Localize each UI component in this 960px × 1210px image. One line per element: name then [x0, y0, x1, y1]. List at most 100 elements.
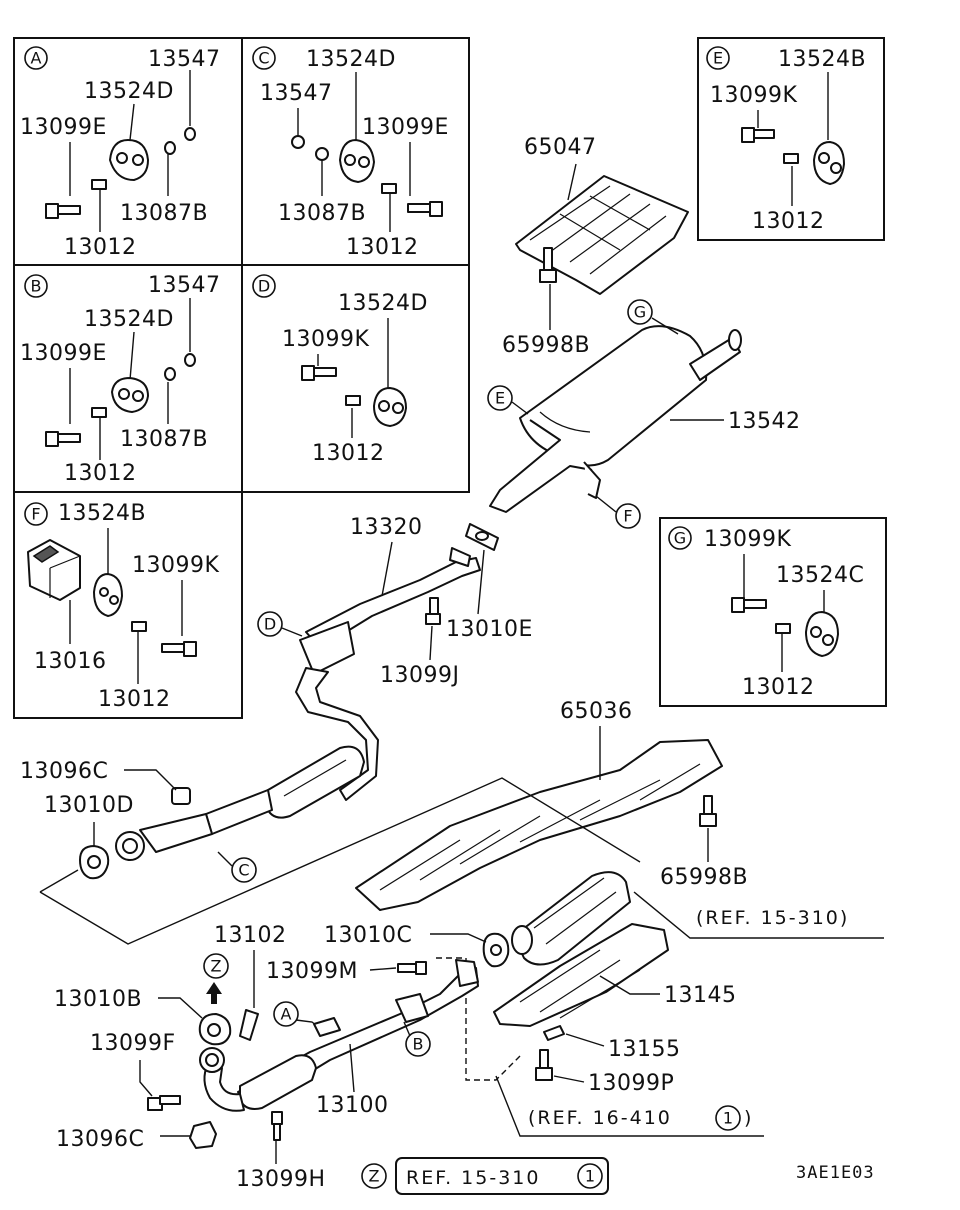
- label-13096c-top: 13096C: [20, 759, 108, 784]
- callout-letter-g-main: G: [634, 303, 646, 322]
- bolt-13099f: [147, 1095, 181, 1111]
- label-13099m: 13099M: [266, 959, 358, 984]
- callout-circle-a-main: [273, 1001, 299, 1027]
- inset-g: G 13099K 13524C 13012: [668, 526, 864, 700]
- bushing-icon: [381, 183, 397, 194]
- callout-letter-b: B: [31, 277, 42, 296]
- hanger-bracket-a: [313, 1017, 341, 1037]
- front-pipe: [199, 959, 479, 1112]
- callout-circle-e: [706, 46, 730, 70]
- callout-circle-g-main: [627, 299, 653, 325]
- inset-c-part-13099e: 13099E: [362, 115, 449, 140]
- insulator-icon: [805, 611, 839, 657]
- inset-c-part-13524d: 13524D: [306, 47, 396, 72]
- callout-circle-a: [24, 46, 48, 70]
- washer-icon: [315, 147, 329, 161]
- bushing-icon: [775, 623, 791, 634]
- callout-letter-z-main: Z: [211, 957, 222, 976]
- callout-letter-f-main: F: [623, 507, 632, 526]
- callout-letter-z-bottom: Z: [369, 1167, 380, 1186]
- inset-c-part-13087b: 13087B: [278, 201, 366, 226]
- label-13100: 13100: [316, 1093, 389, 1118]
- washer-icon: [164, 367, 176, 381]
- heat-protector-center: [355, 739, 723, 911]
- label-ref-16-410-prefix: (REF. 16-410: [528, 1107, 672, 1129]
- bracket-icon: [27, 539, 81, 601]
- insulator-icon: [93, 573, 123, 617]
- heat-protector-rear: [515, 175, 689, 295]
- inset-a-part-13524d: 13524D: [84, 79, 174, 104]
- inset-b-part-13099e: 13099E: [20, 341, 107, 366]
- callout-circle-one-bottom: [577, 1163, 603, 1189]
- inset-a-part-13087b: 13087B: [120, 201, 208, 226]
- label-13010c: 13010C: [324, 923, 412, 948]
- callout-letter-d: D: [258, 277, 270, 296]
- inset-e: E 13524B 13099K 13012: [706, 46, 866, 234]
- inset-b-part-13524d: 13524D: [84, 307, 174, 332]
- label-13542: 13542: [728, 409, 801, 434]
- gasket-13010d: [79, 845, 110, 880]
- nut-13096c-top: [171, 787, 191, 805]
- inset-a-part-13099e: 13099E: [20, 115, 107, 140]
- inset-g-frame: [659, 517, 887, 707]
- callout-letter-b-main: B: [413, 1035, 424, 1054]
- inset-f-part-13099k: 13099K: [132, 553, 219, 578]
- inset-a-part-13547: 13547: [148, 47, 221, 72]
- callout-letter-d-main: D: [264, 615, 276, 634]
- inset-f-frame: [13, 491, 243, 719]
- washer-icon: [164, 141, 176, 155]
- inset-b-part-13012: 13012: [64, 461, 137, 486]
- inset-e-part-13099k: 13099K: [710, 83, 797, 108]
- bushing-icon: [783, 153, 799, 164]
- diagram-code: 3AE1E03: [796, 1163, 875, 1183]
- label-13099f: 13099F: [90, 1031, 176, 1056]
- muffler: [489, 325, 742, 513]
- catalyst-cover: [493, 923, 669, 1027]
- nut-icon: [184, 353, 196, 367]
- callout-circle-e-main: [487, 385, 513, 411]
- callout-circle-g: [668, 526, 692, 550]
- label-13096c-bottom: 13096C: [56, 1127, 144, 1152]
- label-13320: 13320: [350, 515, 423, 540]
- inset-b: B 13547 13524D 13099E 13087B 13012: [20, 273, 220, 486]
- inset-f-part-13524b: 13524B: [58, 501, 146, 526]
- inset-e-part-13524b: 13524B: [778, 47, 866, 72]
- inset-d-part-13524d: 13524D: [338, 291, 428, 316]
- gasket-13010c: [482, 932, 510, 968]
- nut-icon: [184, 127, 196, 141]
- label-65047: 65047: [524, 135, 597, 160]
- callout-circle-one-ref-16-410: [715, 1105, 741, 1131]
- inset-g-part-13012: 13012: [742, 675, 815, 700]
- center-pipe: [295, 547, 481, 801]
- label-13099j: 13099J: [380, 663, 459, 688]
- bolt-65998b-top: [539, 247, 557, 283]
- inset-f: F 13524B 13099K 13016 13012: [24, 501, 219, 712]
- callout-circle-b: [24, 274, 48, 298]
- label-13010b: 13010B: [54, 987, 142, 1012]
- bolt-65998b-mid: [699, 795, 717, 827]
- label-13010e: 13010E: [446, 617, 533, 642]
- callout-letter-g: G: [674, 529, 686, 548]
- label-65998b-mid: 65998B: [660, 865, 748, 890]
- label-ref-16-410-suffix: ): [744, 1107, 753, 1129]
- callout-letter-a-main: A: [281, 1005, 292, 1024]
- bolt-13099m: [397, 961, 427, 975]
- callout-letter-e: E: [713, 49, 723, 68]
- inset-b-part-13087b: 13087B: [120, 427, 208, 452]
- inset-c-part-13012: 13012: [346, 235, 419, 260]
- insulator-icon: [339, 139, 375, 183]
- callout-circle-f: [24, 502, 48, 526]
- hanger-bracket-b: [395, 993, 429, 1023]
- nut-icon: [291, 135, 305, 149]
- insulator-icon: [373, 387, 407, 427]
- callout-circle-z-main: [203, 953, 229, 979]
- bushing-icon: [91, 407, 107, 418]
- gasket-13010e: [465, 523, 499, 551]
- inset-a-part-13012: 13012: [64, 235, 137, 260]
- bolt-icon: [45, 203, 81, 219]
- gasket-13010b: [198, 1013, 232, 1046]
- bolt-13099p: [535, 1049, 553, 1081]
- callout-circle-c: [252, 46, 276, 70]
- callout-circle-c-main: [231, 857, 257, 883]
- bushing-icon: [131, 621, 147, 632]
